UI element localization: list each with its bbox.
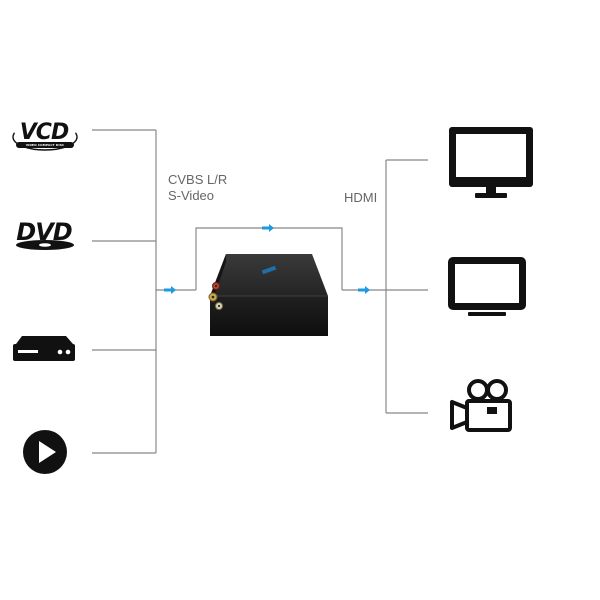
tv-icon	[448, 257, 526, 316]
device-front	[210, 296, 328, 336]
video-camera-icon	[450, 379, 512, 432]
output-lines	[385, 159, 428, 414]
arrow-loop	[262, 224, 274, 232]
device-top	[210, 254, 328, 296]
input-format-label-svideo: S-Video	[168, 188, 215, 203]
converter-device	[208, 254, 328, 336]
dvd-player-icon	[13, 336, 75, 361]
play-button-icon	[23, 430, 67, 474]
output-format-label: HDMI	[344, 190, 378, 205]
vcd-logo-subtext: VIDEO COMPACT DISC	[16, 142, 74, 148]
device-side	[210, 254, 226, 303]
input-format-label-cvbs: CVBS L/R	[168, 172, 228, 187]
dvd-logo: DVD	[16, 218, 74, 250]
vcd-logo-text: VCD	[20, 120, 69, 145]
desktop-monitor-icon	[449, 127, 533, 198]
device-logo	[261, 265, 277, 275]
signal-arrows	[164, 224, 370, 294]
arrow-input	[164, 286, 176, 294]
vcd-logo: VCD	[12, 120, 78, 151]
arrow-output	[358, 286, 370, 294]
